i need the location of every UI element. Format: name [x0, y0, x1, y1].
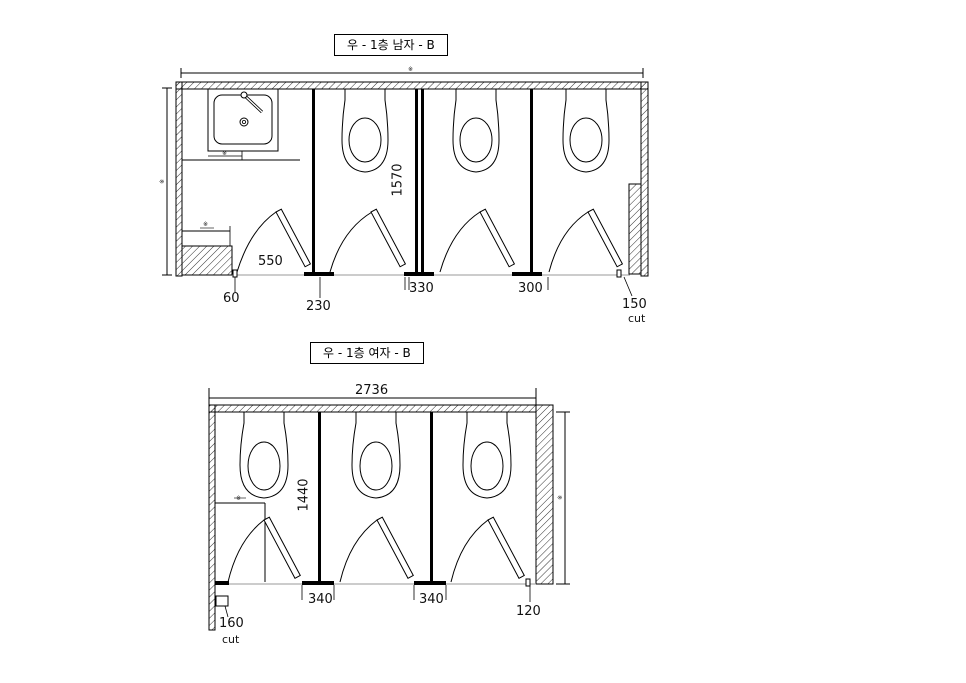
right-wall-women [535, 404, 554, 585]
men-overall-height-label: ※ [159, 178, 167, 185]
top-wall-women [208, 404, 537, 413]
door-swing-men-3 [548, 208, 624, 273]
men-cut-label: cut [628, 312, 646, 325]
right-pillar [628, 183, 642, 275]
partition-2 [415, 89, 418, 275]
toilet-women-1 [239, 411, 289, 499]
partition-4 [530, 89, 533, 275]
plan-men [162, 68, 649, 298]
toilet-women-2 [351, 411, 401, 499]
door-swing-men-2 [439, 208, 516, 273]
women-bottom-label-1: 160 [219, 616, 244, 631]
women-overall-width-label: 2736 [355, 383, 389, 398]
women-bottom-label-4: 120 [516, 604, 541, 619]
men-overall-width-label: ※ [408, 66, 414, 73]
women-overall-height-label: ※ [557, 494, 565, 501]
right-wall [640, 81, 649, 277]
urinal-ledge [181, 245, 233, 276]
men-bottom-label-1: 60 [223, 291, 240, 306]
women-cut-label: cut [222, 633, 240, 646]
men-bottom-label-5: 150 [622, 297, 647, 312]
plan-women [208, 388, 570, 631]
men-urinal-width-label: ※ [203, 221, 209, 228]
left-wall [175, 81, 183, 277]
door-swing-women-3 [450, 516, 525, 583]
men-bottom-label-2: 230 [306, 299, 331, 314]
men-depth-label: 1570 [390, 163, 406, 197]
women-bottom-label-3: 340 [419, 592, 444, 607]
men-bottom-label-4: 300 [518, 281, 543, 296]
door-swing-women-2 [339, 516, 414, 583]
women-depth-label: 1440 [296, 478, 312, 512]
door-swing-men-1 [329, 208, 407, 273]
men-sink-width-label: ※ [222, 150, 228, 157]
partition-3 [421, 89, 424, 275]
toilet-women-3 [462, 411, 512, 499]
toilet-men-3 [562, 88, 610, 173]
women-bottom-label-2: 340 [308, 592, 333, 607]
plan-men-title: 우 - 1층 남자 - B [334, 34, 448, 56]
partition-1 [312, 89, 315, 275]
partition-women-1 [318, 412, 321, 584]
men-bottom-label-3: 330 [409, 281, 434, 296]
door-swing-women-1 [227, 516, 301, 583]
left-wall-women [208, 404, 216, 631]
toilet-men-1 [341, 88, 389, 173]
plan-women-title: 우 - 1층 여자 - B [310, 342, 424, 364]
toilet-men-2 [452, 88, 500, 173]
sink-basin [213, 94, 273, 145]
women-partition-width-label: ※ [236, 495, 242, 502]
top-wall [175, 81, 649, 90]
men-door-clearance-label: 550 [258, 254, 283, 269]
door-swing-men-0 [236, 208, 312, 273]
partition-women-2 [430, 412, 433, 584]
